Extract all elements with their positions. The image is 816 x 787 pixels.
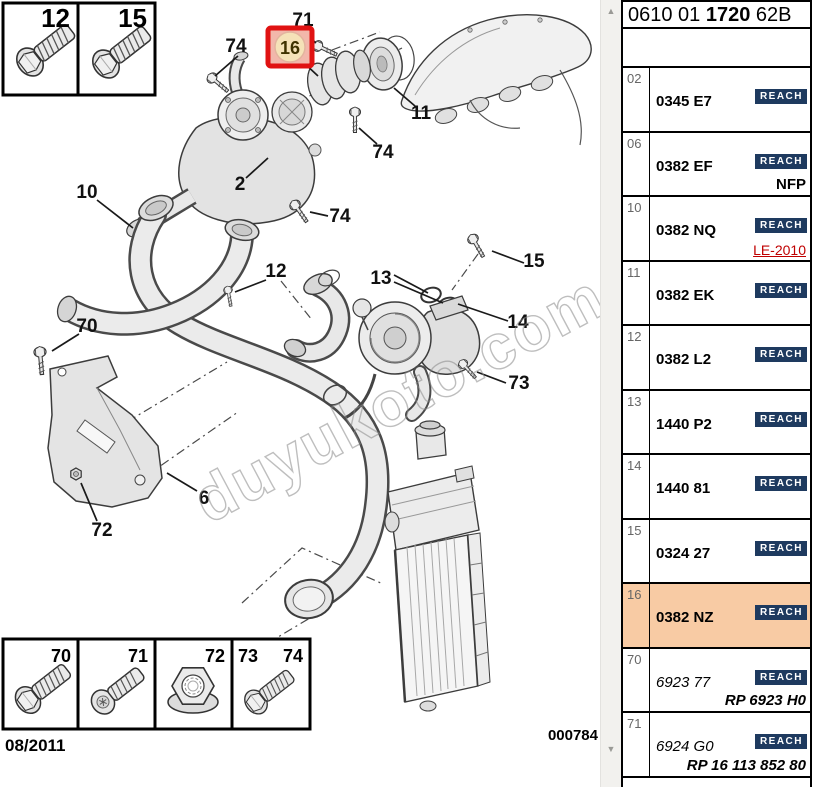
- elbow-duct-drawing: [283, 269, 351, 363]
- box-label-73: 73: [238, 646, 258, 666]
- support-bracket-drawing: [47, 355, 163, 508]
- reach-badge[interactable]: REACH: [754, 734, 807, 749]
- part-code: 1440 81: [656, 480, 711, 497]
- part-note: NFP: [776, 176, 806, 193]
- hardware-box-71: 71: [76, 637, 157, 731]
- part-code: 6924 G0: [656, 738, 714, 755]
- hardware-box-72: 72: [153, 637, 234, 731]
- hardware-box-15: 15: [76, 1, 158, 97]
- item-number: 13: [623, 390, 650, 453]
- box-label-71: 71: [128, 646, 148, 666]
- part-code: 0382 NZ: [656, 609, 714, 626]
- reference-header: 0610 01 1720 62B: [623, 0, 810, 29]
- intake-manifold-drawing: [400, 14, 592, 146]
- date-label: 08/2011: [5, 736, 66, 755]
- reach-badge[interactable]: REACH: [754, 153, 807, 169]
- parts-diagram: 74 71 11 74 2 10 74 12 13 15 14 70 73 6 …: [1, 1, 617, 755]
- item-number: 16: [623, 584, 650, 647]
- part-code: 0382 EF: [656, 157, 713, 175]
- header-spacer: [623, 29, 810, 68]
- le-2010-link[interactable]: LE-2010: [753, 241, 806, 258]
- table-row-70[interactable]: 70 6923 77 REACH RP 6923 H0: [623, 648, 810, 713]
- reach-badge[interactable]: REACH: [754, 347, 807, 362]
- box-label-12: 12: [41, 3, 70, 33]
- item-number: 06: [623, 132, 650, 195]
- hardware-box-73-74: 73 74: [230, 637, 312, 731]
- reach-badge[interactable]: REACH: [754, 669, 807, 685]
- scrollbar-up-button[interactable]: ▲: [606, 6, 616, 16]
- part-code: 0382 EK: [656, 286, 715, 304]
- part-code: 0382 NQ: [656, 222, 717, 239]
- table-row-14[interactable]: 14 1440 81 REACH: [623, 455, 810, 520]
- table-row-11[interactable]: 11 0382 EK REACH: [623, 261, 810, 326]
- callout-2[interactable]: 2: [235, 174, 246, 195]
- reach-badge[interactable]: REACH: [754, 282, 807, 298]
- box-label-15: 15: [118, 3, 147, 33]
- table-row-15[interactable]: 15 0324 27 REACH: [623, 519, 810, 584]
- reach-badge[interactable]: REACH: [754, 411, 807, 427]
- part-code: 6923 77: [656, 673, 711, 691]
- vertical-scrollbar[interactable]: ▲ ▼: [600, 0, 621, 787]
- item-number: 10: [623, 197, 650, 260]
- leader-lines: [51, 30, 525, 522]
- hardware-box-12: 12: [1, 1, 82, 97]
- table-row-02[interactable]: 02 0345 E7 REACH: [623, 68, 810, 133]
- hardware-box-70: 70: [1, 637, 80, 731]
- reach-badge[interactable]: REACH: [754, 605, 807, 620]
- item-number: 70: [623, 648, 650, 711]
- item-number: 11: [623, 261, 650, 324]
- reach-badge[interactable]: REACH: [754, 218, 807, 233]
- callout-74-b[interactable]: 74: [372, 142, 394, 163]
- part-code: 0345 E7: [656, 93, 712, 110]
- reach-badge[interactable]: REACH: [754, 540, 807, 556]
- callout-6[interactable]: 6: [199, 488, 210, 509]
- intercooler-drawing: [384, 420, 491, 712]
- reach-badge[interactable]: REACH: [754, 89, 807, 104]
- ref-main: 1720: [705, 4, 751, 26]
- svg-text:16: 16: [280, 38, 300, 58]
- part-code: 1440 P2: [656, 415, 712, 433]
- item-number: 12: [623, 326, 650, 389]
- box-label-72: 72: [205, 646, 225, 666]
- turbocharger-drawing: [344, 295, 481, 422]
- table-row-16-selected[interactable]: 16 0382 NZ REACH: [623, 584, 810, 649]
- twin-pipes-drawing: [56, 194, 390, 620]
- part-code: 0382 L2: [656, 351, 712, 368]
- part-code: 0324 27: [656, 544, 711, 562]
- item-number: 71: [623, 713, 650, 776]
- callout-72[interactable]: 72: [91, 520, 112, 541]
- ref-prefix: 0610 01: [628, 4, 701, 26]
- box-label-70: 70: [51, 646, 71, 666]
- callout-16-highlighted[interactable]: 16: [265, 25, 315, 69]
- item-number: 02: [623, 68, 650, 131]
- air-sleeve-drawing: [306, 49, 371, 106]
- callout-73[interactable]: 73: [508, 373, 529, 394]
- callout-12[interactable]: 12: [265, 261, 286, 282]
- part-note: RP 6923 H0: [724, 692, 806, 709]
- table-row-10[interactable]: 10 0382 NQ REACH LE-2010: [623, 197, 810, 262]
- callout-14[interactable]: 14: [507, 312, 529, 333]
- sheet-number: 000784: [548, 727, 599, 744]
- table-row-12[interactable]: 12 0382 L2 REACH: [623, 326, 810, 391]
- reach-badge[interactable]: REACH: [754, 476, 807, 491]
- callout-70[interactable]: 70: [76, 316, 97, 337]
- part-note: RP 16 113 852 80: [686, 756, 806, 774]
- table-row-06[interactable]: 06 0382 EF REACH NFP: [623, 132, 810, 197]
- box-label-74: 74: [283, 646, 303, 666]
- scrollbar-down-button[interactable]: ▼: [606, 744, 616, 754]
- callout-10[interactable]: 10: [76, 182, 97, 203]
- table-row-13[interactable]: 13 1440 P2 REACH: [623, 390, 810, 455]
- callout-13[interactable]: 13: [370, 268, 391, 289]
- table-row-71[interactable]: 71 6924 G0 REACH RP 16 113 852 80: [623, 713, 810, 778]
- callout-74-a[interactable]: 74: [225, 36, 247, 57]
- callout-15[interactable]: 15: [523, 251, 545, 272]
- callout-74-c[interactable]: 74: [329, 206, 351, 227]
- item-number: 14: [623, 455, 650, 518]
- ref-suffix: 62B: [755, 4, 792, 26]
- item-number: 15: [623, 519, 650, 582]
- callout-11[interactable]: 11: [411, 103, 432, 124]
- parts-table: 0610 01 1720 62B 02 0345 E7 REACH 06 038…: [621, 0, 812, 787]
